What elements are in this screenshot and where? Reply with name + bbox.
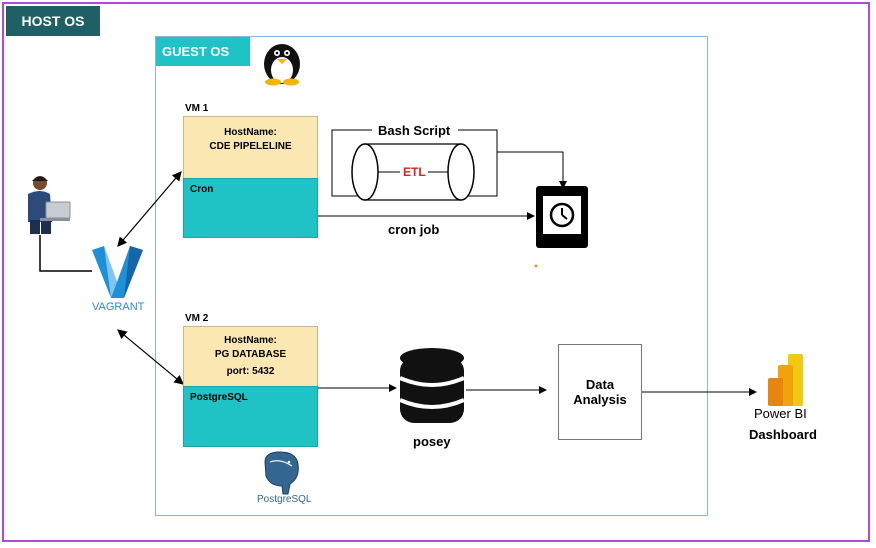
bash-script-bracket-left	[331, 129, 372, 197]
vm1-service-panel: Cron	[183, 178, 318, 238]
vm2-title: VM 2	[185, 313, 209, 324]
developer-laptop-icon	[28, 176, 71, 234]
guest-os-label: GUEST OS	[156, 37, 250, 66]
host-os-frame	[2, 2, 870, 542]
guest-os-frame	[155, 36, 708, 516]
powerbi-icon	[768, 354, 803, 406]
vm2-hostname-panel: HostName: PG DATABASE port: 5432	[183, 326, 318, 387]
database-label: posey	[413, 434, 451, 449]
bash-script-bracket-right	[458, 129, 498, 197]
host-os-label: HOST OS	[6, 6, 100, 36]
person-to-vagrant-connector	[39, 235, 92, 272]
postgresql-logo-label: PostgreSQL	[257, 494, 312, 505]
data-analysis-label: Data Analysis	[573, 377, 627, 407]
vm2-port: port: 5432	[226, 366, 275, 377]
vm1-hostname: CDE PIPELELINE	[209, 141, 292, 152]
vm2-service-label: PostgreSQL	[190, 392, 248, 403]
database-icon	[399, 348, 465, 423]
data-analysis-box: Data Analysis	[558, 344, 642, 440]
vm2-service-panel: PostgreSQL	[183, 386, 318, 447]
dashboard-label: Dashboard	[749, 427, 817, 442]
vm1-title: VM 1	[185, 103, 209, 114]
powerbi-name: Power BI	[754, 406, 807, 421]
linux-penguin-icon	[264, 44, 300, 86]
postgresql-elephant-icon	[264, 451, 299, 495]
bash-to-clock-connector	[497, 151, 567, 189]
vm2-hostname: PG DATABASE	[214, 349, 287, 360]
vagrant-label: VAGRANT	[92, 301, 145, 313]
bash-script-label: Bash Script	[378, 123, 451, 138]
vm1-service-label: Cron	[190, 184, 214, 195]
vm2-hostname-label: HostName:	[224, 335, 277, 346]
vm1-hostname-panel: HostName: CDE PIPELELINE	[183, 116, 318, 179]
etl-cylinder	[351, 143, 475, 201]
vagrant-logo-icon	[92, 246, 143, 298]
clock-icon	[536, 186, 588, 248]
cron-job-label: cron job	[388, 222, 440, 237]
vagrant-vm2-connector	[117, 329, 184, 385]
vm1-hostname-label: HostName:	[224, 127, 277, 138]
etl-label: ETL	[403, 165, 426, 179]
vagrant-vm1-connector	[117, 171, 182, 247]
